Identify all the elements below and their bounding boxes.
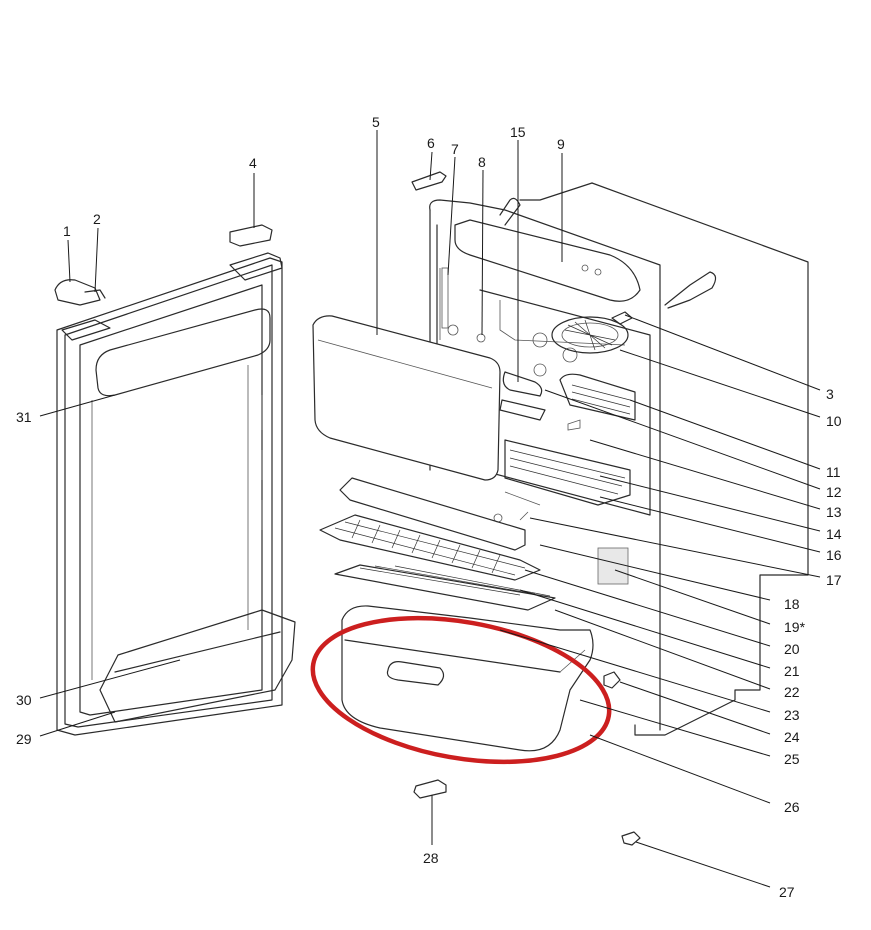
callout-23: 23 xyxy=(784,707,800,723)
wire-shelf xyxy=(319,514,541,581)
shelf-rail xyxy=(339,477,526,551)
callout-13: 13 xyxy=(826,504,842,520)
leader-lines xyxy=(39,130,821,888)
callout-22: 22 xyxy=(784,684,800,700)
callout-29: 29 xyxy=(16,731,32,747)
freezer-shelf xyxy=(504,439,631,506)
callout-20: 20 xyxy=(784,641,800,657)
callout-28: 28 xyxy=(423,850,439,866)
callout-26: 26 xyxy=(784,799,800,815)
callout-3: 3 xyxy=(826,386,834,402)
callout-8: 8 xyxy=(478,154,486,170)
callout-7: 7 xyxy=(451,141,459,157)
callout-10: 10 xyxy=(826,413,842,429)
callout-16: 16 xyxy=(826,547,842,563)
fridge-cabinet xyxy=(429,182,809,736)
hinge-parts xyxy=(54,171,641,846)
callout-15: 15 xyxy=(510,124,526,140)
glass-shelf xyxy=(334,564,556,611)
fan-unit xyxy=(551,311,636,421)
callout-31: 31 xyxy=(16,409,32,425)
callout-2: 2 xyxy=(93,211,101,227)
callout-1: 1 xyxy=(63,223,71,239)
fridge-door xyxy=(56,252,296,736)
callout-9: 9 xyxy=(557,136,565,152)
callout-4: 4 xyxy=(249,155,257,171)
callout-11: 11 xyxy=(826,464,841,480)
callout-12: 12 xyxy=(826,484,842,500)
callout-27: 27 xyxy=(779,884,795,900)
callout-18: 18 xyxy=(784,596,800,612)
callout-6: 6 xyxy=(427,135,435,151)
callout-14: 14 xyxy=(826,526,842,542)
callout-19: 19* xyxy=(784,619,806,635)
callout-21: 21 xyxy=(784,663,800,679)
callout-30: 30 xyxy=(16,692,32,708)
callout-labels: 1 2 3 4 5 6 7 8 9 10 11 12 13 14 15 16 1… xyxy=(16,114,842,900)
callout-17: 17 xyxy=(826,572,842,588)
callout-24: 24 xyxy=(784,729,800,745)
callout-5: 5 xyxy=(372,114,380,130)
crisper-drawer xyxy=(341,605,594,752)
highlight-ellipse xyxy=(310,615,612,765)
callout-25: 25 xyxy=(784,751,800,767)
freezer-flap xyxy=(312,315,546,481)
